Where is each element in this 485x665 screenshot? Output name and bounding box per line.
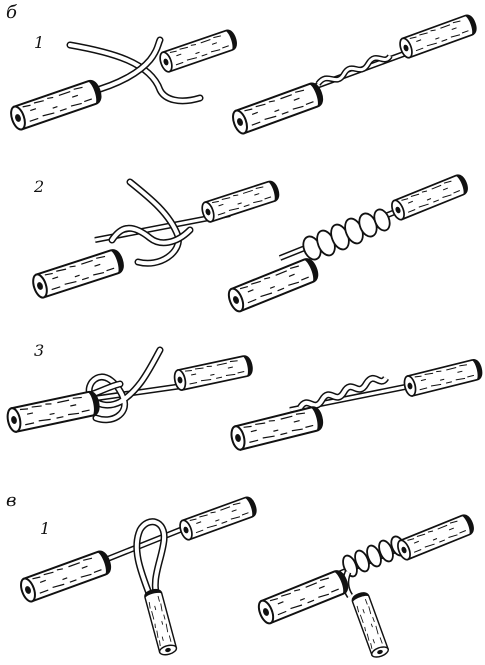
panel-b2-start [29, 178, 282, 301]
row-label-2: 2 [33, 177, 44, 196]
section-label-b: б [6, 2, 18, 23]
panel-v1-start [17, 494, 260, 658]
panel-b3-finished [228, 357, 485, 453]
row-label-3: 3 [34, 341, 44, 360]
panel-b3-start [4, 346, 255, 434]
panel-b2-finished [224, 172, 471, 315]
panel-b1-start [7, 27, 240, 133]
section-label-v: в [6, 490, 16, 511]
panel-v1-finished [254, 512, 477, 660]
row-label-v1: 1 [40, 519, 50, 538]
row-label-1: 1 [34, 33, 44, 52]
panel-b1-finished [229, 12, 480, 137]
